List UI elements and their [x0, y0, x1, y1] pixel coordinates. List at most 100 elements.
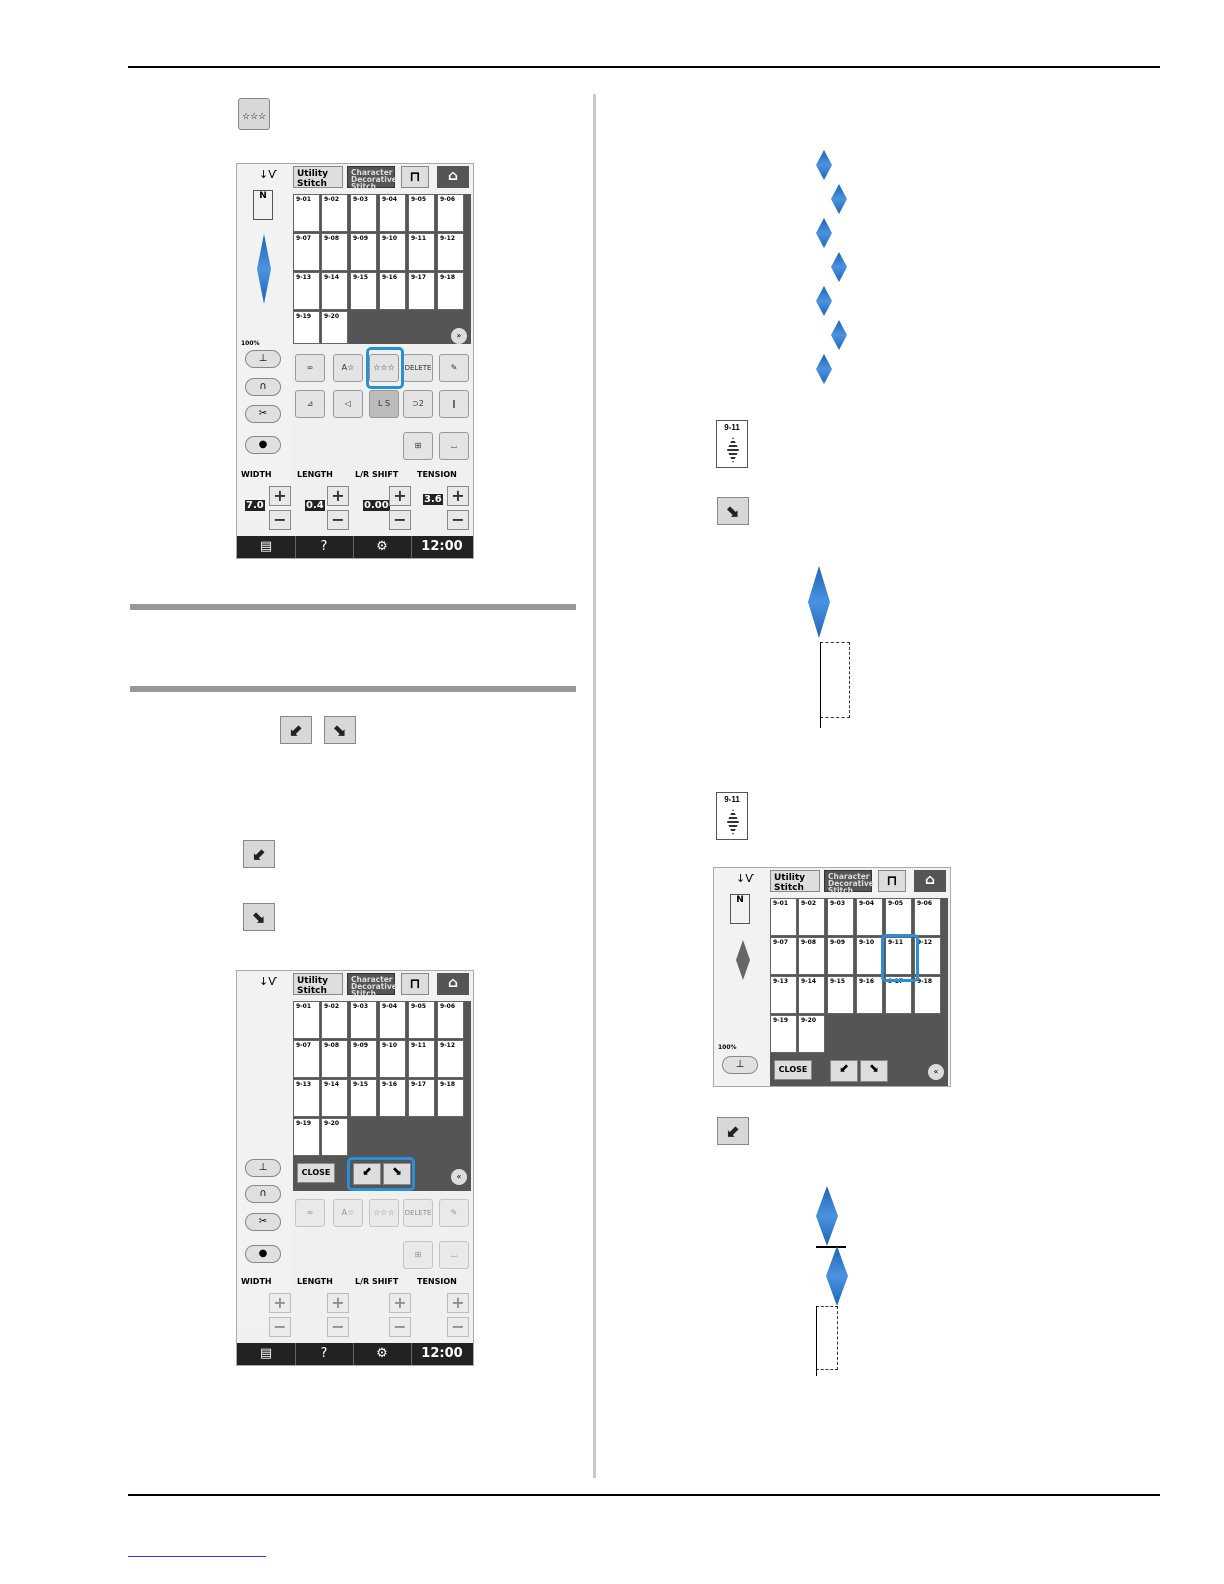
width-plus-button[interactable]: + [269, 486, 291, 506]
pattern-cell[interactable]: 9-10 [379, 1040, 406, 1078]
pattern-cell[interactable]: 9-18 [437, 272, 464, 310]
pencil-icon[interactable]: ✎ [439, 354, 469, 382]
mirror-horizontal-icon[interactable]: ◁ [333, 390, 363, 418]
alphabet-icon[interactable]: A☆ [333, 354, 363, 382]
pattern-cell[interactable]: 9-14 [321, 272, 348, 310]
help-button[interactable]: ? [295, 1343, 354, 1365]
delete-button[interactable]: DELETE [403, 354, 433, 382]
tab-character-decorative[interactable]: Character Decorative Stitch [347, 973, 397, 997]
close-button[interactable]: CLOSE [774, 1060, 812, 1080]
pattern-cell[interactable]: 9-15 [350, 272, 377, 310]
pattern-cell[interactable]: 9-08 [321, 1040, 348, 1078]
presser-foot-button[interactable]: ⊥ [245, 1159, 281, 1177]
shift-minus-button[interactable]: − [389, 510, 411, 530]
move-right-down-button[interactable]: ⬊ [383, 1163, 411, 1185]
pattern-cell[interactable]: 9-09 [350, 1040, 377, 1078]
tab-utility-stitch[interactable]: Utility Stitch [293, 973, 343, 996]
scissors-button[interactable]: ✂ [245, 405, 281, 423]
ls-button[interactable]: L S [369, 390, 399, 418]
pattern-cell[interactable]: 9-01 [770, 898, 797, 936]
chevron-up-icon[interactable]: « [451, 1169, 467, 1185]
pattern-cell[interactable]: 9-12 [437, 233, 464, 271]
pattern-cell[interactable]: 9-04 [856, 898, 883, 936]
memory-icon[interactable]: ⊞ [403, 432, 433, 460]
pattern-cell[interactable]: 9-19 [293, 311, 320, 344]
help-button[interactable]: ? [295, 536, 354, 558]
reverse-button[interactable]: ∩ [245, 1185, 281, 1203]
pattern-cell[interactable]: 9-04 [379, 194, 406, 232]
pattern-cell[interactable]: 9-03 [350, 194, 377, 232]
pattern-cell[interactable]: 9-02 [798, 898, 825, 936]
pattern-cell[interactable]: 9-10 [856, 937, 883, 975]
pin-button[interactable]: ● [245, 1245, 281, 1263]
pattern-cell[interactable]: 9-19 [770, 1015, 797, 1053]
density-icon[interactable]: ⊃2 [403, 390, 433, 418]
lock-icon[interactable]: ⊓ [401, 973, 429, 995]
pattern-cell[interactable]: 9-03 [827, 898, 854, 936]
pin-button[interactable]: ● [245, 436, 281, 454]
pattern-cell[interactable]: 9-17 [885, 976, 912, 1014]
pattern-cell[interactable]: 9-06 [437, 1001, 464, 1039]
pattern-cell[interactable]: 9-14 [798, 976, 825, 1014]
pattern-cell[interactable]: 9-01 [293, 194, 320, 232]
pattern-cell[interactable]: 9-13 [293, 272, 320, 310]
pattern-cell[interactable]: 9-09 [827, 937, 854, 975]
pattern-cell[interactable]: 9-01 [293, 1001, 320, 1039]
close-button[interactable]: CLOSE [297, 1163, 335, 1183]
pattern-cell[interactable]: 9-07 [293, 233, 320, 271]
settings-icon[interactable]: ⚙ [353, 536, 412, 558]
chevron-down-icon[interactable]: » [451, 328, 467, 344]
pattern-cell[interactable]: 9-06 [437, 194, 464, 232]
pattern-cell[interactable]: 9-15 [827, 976, 854, 1014]
pattern-cell[interactable]: 9-11 [408, 233, 435, 271]
pattern-cell[interactable]: 9-20 [798, 1015, 825, 1053]
pattern-cell[interactable]: 9-02 [321, 1001, 348, 1039]
pattern-cell[interactable]: 9-02 [321, 194, 348, 232]
presser-foot-button[interactable]: ⊥ [722, 1056, 758, 1074]
home-icon[interactable]: ⌂ [437, 166, 469, 188]
pattern-cell[interactable]: 9-17 [408, 272, 435, 310]
length-plus-button[interactable]: + [327, 486, 349, 506]
pattern-cell[interactable]: 9-13 [293, 1079, 320, 1117]
reverse-button[interactable]: ∩ [245, 378, 281, 396]
tension-minus-button[interactable]: − [447, 510, 469, 530]
manual-icon[interactable]: ▤ [237, 536, 296, 558]
pattern-cell[interactable]: 9-11 [885, 937, 912, 975]
pattern-cell[interactable]: 9-18 [437, 1079, 464, 1117]
pattern-cell[interactable]: 9-19 [293, 1118, 320, 1156]
width-minus-button[interactable]: − [269, 510, 291, 530]
move-left-down-button[interactable]: ⬋ [830, 1060, 858, 1082]
mirror-vertical-icon[interactable]: ⊿ [295, 390, 325, 418]
move-right-down-button[interactable]: ⬊ [860, 1060, 888, 1082]
tab-character-decorative[interactable]: Character Decorative Stitch [347, 166, 397, 190]
pattern-cell[interactable]: 9-16 [856, 976, 883, 1014]
pattern-cell[interactable]: 9-08 [321, 233, 348, 271]
pattern-cell[interactable]: 9-20 [321, 1118, 348, 1156]
pattern-cell[interactable]: 9-16 [379, 272, 406, 310]
twin-needle-icon[interactable]: ‖ [439, 390, 469, 418]
presser-foot-button[interactable]: ⊥ [245, 350, 281, 368]
tab-utility-stitch[interactable]: Utility Stitch [293, 166, 343, 189]
pattern-cell[interactable]: 9-11 [408, 1040, 435, 1078]
lock-icon[interactable]: ⊓ [878, 870, 906, 892]
pattern-cell[interactable]: 9-05 [885, 898, 912, 936]
pattern-cell[interactable]: 9-07 [770, 937, 797, 975]
tab-character-decorative[interactable]: Character Decorative Stitch [824, 870, 874, 894]
pocket-icon[interactable]: ⌴ [439, 432, 469, 460]
pattern-cell[interactable]: 9-08 [798, 937, 825, 975]
pattern-cell[interactable]: 9-05 [408, 194, 435, 232]
pattern-cell[interactable]: 9-20 [321, 311, 348, 344]
length-minus-button[interactable]: − [327, 510, 349, 530]
home-icon[interactable]: ⌂ [437, 973, 469, 995]
pattern-cell[interactable]: 9-13 [770, 976, 797, 1014]
pattern-cell[interactable]: 9-15 [350, 1079, 377, 1117]
lock-icon[interactable]: ⊓ [401, 166, 429, 188]
pattern-cell[interactable]: 9-09 [350, 233, 377, 271]
pattern-cell[interactable]: 9-10 [379, 233, 406, 271]
settings-icon[interactable]: ⚙ [353, 1343, 412, 1365]
tab-utility-stitch[interactable]: Utility Stitch [770, 870, 820, 893]
pattern-cell[interactable]: 9-14 [321, 1079, 348, 1117]
pattern-cell[interactable]: 9-06 [914, 898, 941, 936]
pattern-cell[interactable]: 9-16 [379, 1079, 406, 1117]
pattern-cell[interactable]: 9-17 [408, 1079, 435, 1117]
